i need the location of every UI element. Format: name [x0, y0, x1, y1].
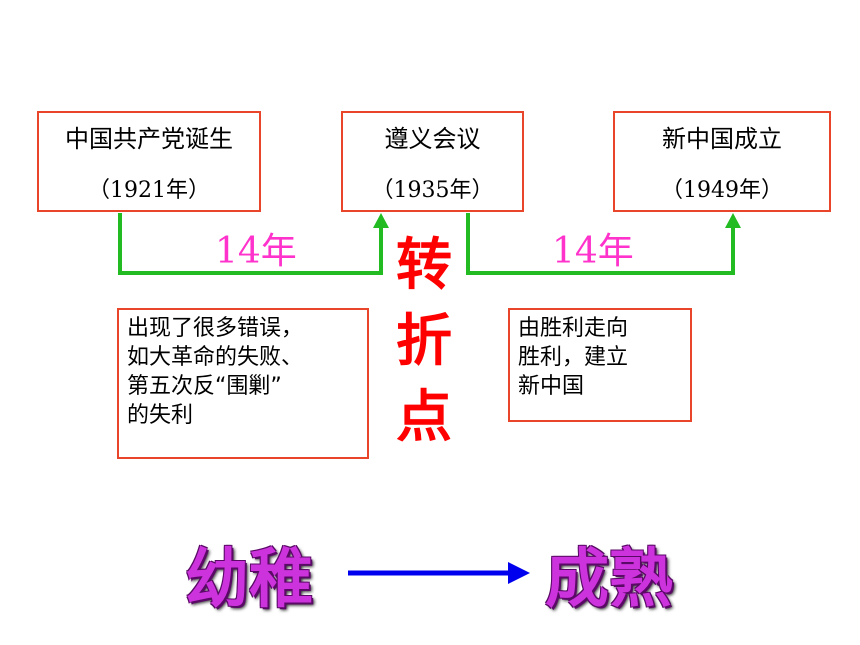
- green-arrowhead-1935: [373, 213, 389, 228]
- note-box-before: 出现了很多错误， 如大革命的失败、 第五次反“围剿” 的失利: [117, 308, 369, 459]
- event-name: 中国共产党诞生: [65, 125, 233, 153]
- event-name: 遵义会议: [384, 125, 481, 153]
- note-line: 新中国: [518, 374, 585, 399]
- word-mature: 成熟: [545, 543, 673, 617]
- event-box-cpc-founding: 中国共产党诞生 （1921年）: [37, 111, 261, 212]
- note-line: 的失利: [127, 403, 194, 428]
- note-box-after: 由胜利走向 胜利，建立 新中国: [508, 308, 692, 422]
- note-line: 胜利，建立: [518, 345, 629, 370]
- blue-transition-arrowhead: [508, 562, 530, 584]
- turning-point-char-1: 转: [396, 233, 452, 298]
- note-line: 如大革命的失败、: [127, 345, 304, 370]
- event-year: （1935年）: [371, 178, 494, 203]
- event-box-prc-founding: 新中国成立 （1949年）: [613, 111, 831, 212]
- turning-point-label: 转 折 点: [388, 228, 460, 456]
- event-year: （1921年）: [88, 178, 210, 203]
- turning-point-char-3: 点: [396, 385, 452, 450]
- note-line: 出现了很多错误，: [127, 316, 304, 341]
- turning-point-char-2: 折: [396, 309, 452, 374]
- green-connector-1921-1935: [118, 213, 383, 275]
- green-connector-1935-1949: [466, 213, 735, 275]
- note-line: 第五次反“围剿”: [127, 374, 282, 399]
- interval-label-2: 14年: [552, 231, 634, 272]
- event-year: （1949年）: [661, 178, 783, 203]
- event-box-zunyi-meeting: 遵义会议 （1935年）: [341, 111, 524, 212]
- note-line: 由胜利走向: [518, 316, 629, 341]
- event-name: 新中国成立: [662, 125, 782, 153]
- word-immature: 幼稚: [185, 543, 313, 617]
- interval-label-1: 14年: [215, 231, 297, 272]
- green-arrowhead-1949: [725, 213, 741, 228]
